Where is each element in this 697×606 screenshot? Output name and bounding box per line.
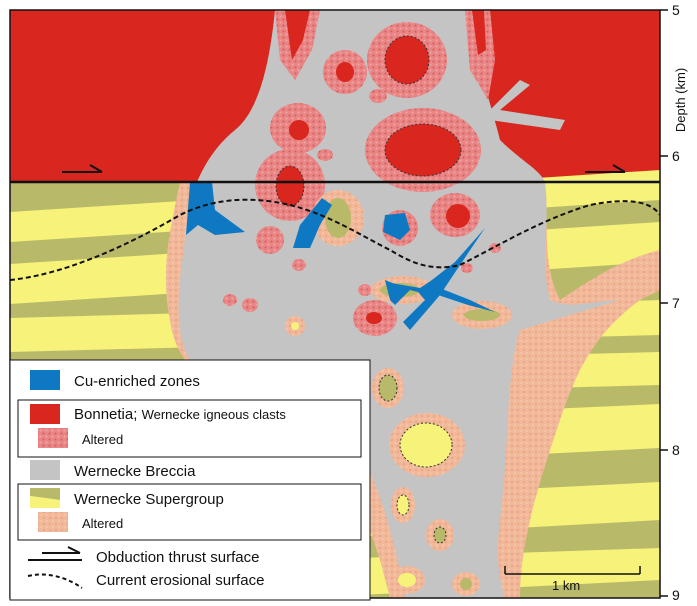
legend-label-cu: Cu-enriched zones — [74, 373, 200, 390]
legend-swatch-cu — [30, 370, 60, 390]
legend-swatch-altered-red — [38, 428, 68, 448]
depth-tick-9: 9 — [672, 587, 680, 601]
legend-swatch-bonnetia — [30, 404, 60, 424]
legend-label-breccia: Wernecke Breccia — [74, 463, 196, 480]
depth-tick-5: 5 — [672, 2, 680, 18]
depth-tick-6: 6 — [672, 148, 680, 164]
depth-axis-label: Depth (km) — [673, 68, 688, 132]
legend-label-erosional: Current erosional surface — [96, 572, 264, 589]
legend-label-supergroup: Wernecke Supergroup — [74, 491, 224, 508]
depth-tick-7: 7 — [672, 295, 680, 311]
depth-tick-8: 8 — [672, 442, 680, 458]
legend-swatch-supergroup — [30, 488, 60, 508]
legend-label-bonnetia: Bonnetia; Wernecke igneous clasts — [74, 406, 286, 423]
scale-bar-label: 1 km — [552, 578, 580, 593]
legend-label-altered-red: Altered — [82, 432, 123, 447]
legend-swatch-breccia — [30, 460, 60, 480]
depth-axis — [660, 10, 668, 596]
legend-label-thrust: Obduction thrust surface — [96, 549, 259, 566]
legend-swatch-altered-tan — [38, 512, 68, 532]
legend: Cu-enriched zones Bonnetia; Wernecke ign… — [10, 360, 370, 600]
legend-label-altered-tan: Altered — [82, 516, 123, 531]
